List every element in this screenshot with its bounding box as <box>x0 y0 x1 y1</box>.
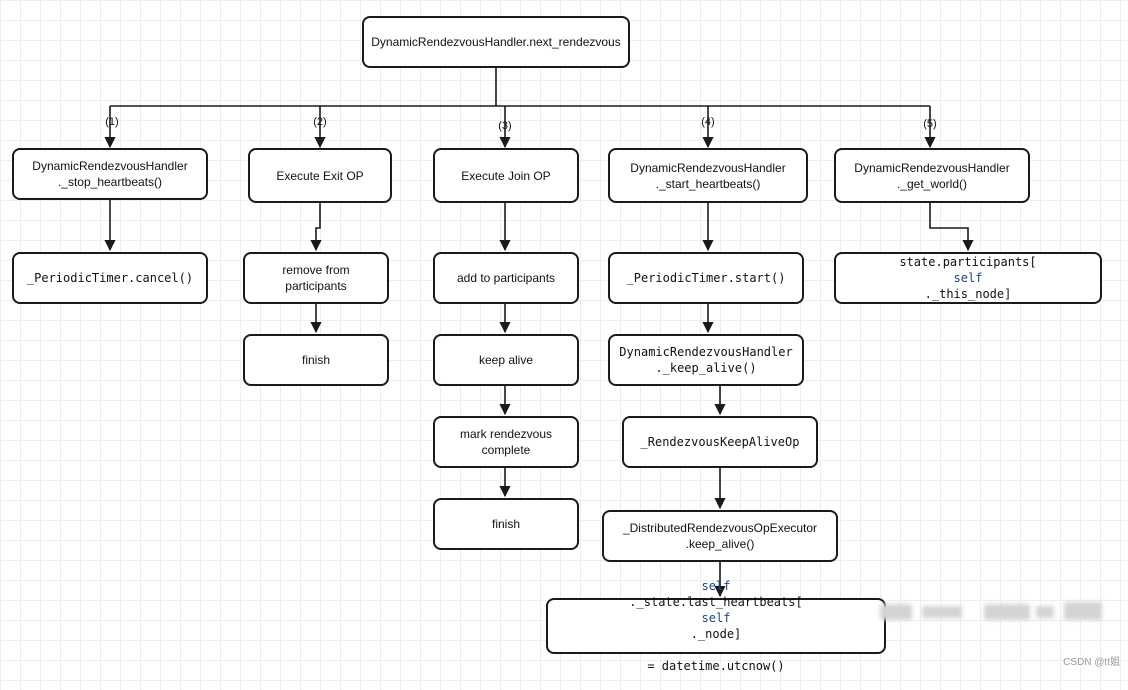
participants-text-1: state.participants[ <box>899 255 1037 269</box>
last-heartbeats-node: self._state.last_heartbeats[self._node] … <box>546 579 886 673</box>
last-heartbeats-label: self._state.last_heartbeats[self._node] … <box>629 562 802 690</box>
blurred-redaction-2 <box>922 606 962 618</box>
keep-alive-node: keep alive <box>433 334 579 386</box>
edge-b5-head-participants <box>929 203 974 252</box>
start-heartbeats-label: DynamicRendezvousHandler ._start_heartbe… <box>630 160 786 191</box>
execute-join-op-label: Execute Join OP <box>461 168 551 183</box>
branch-label-5: (5) <box>923 118 937 130</box>
join-finish-label: finish <box>491 517 520 531</box>
branch-label-4: (4) <box>701 116 715 128</box>
stop-heartbeats-node: DynamicRendezvousHandler ._stop_heartbea… <box>12 148 208 200</box>
handler-keep-alive-label: DynamicRendezvousHandler ._keep_alive() <box>619 345 793 375</box>
keyword-self-1: self <box>701 579 731 593</box>
rendezvous-keep-alive-op-node: _RendezvousKeepAliveOp <box>622 416 818 468</box>
keep-alive-label: keep alive <box>478 353 534 367</box>
remove-from-participants-label: remove from participants <box>282 263 350 293</box>
start-heartbeats-node: DynamicRendezvousHandler ._start_heartbe… <box>608 148 808 203</box>
execute-exit-op-label: Execute Exit OP <box>276 168 364 183</box>
periodic-timer-cancel-label: _PeriodicTimer.cancel() <box>26 271 194 285</box>
root-node: DynamicRendezvousHandler.next_rendezvous <box>362 16 630 68</box>
join-finish-node: finish <box>433 498 579 550</box>
keyword-self-2: self <box>701 611 731 625</box>
get-world-node: DynamicRendezvousHandler ._get_world() <box>834 148 1030 203</box>
distributed-op-executor-label: _DistributedRendezvousOpExecutor .keep_a… <box>622 521 818 551</box>
mark-rendezvous-complete-label: mark rendezvous complete <box>459 427 553 457</box>
branch-label-3: (3) <box>498 120 512 132</box>
blurred-redaction-3 <box>984 604 1030 620</box>
get-world-label: DynamicRendezvousHandler ._get_world() <box>854 160 1010 191</box>
heartbeat-text-1: ._state.last_heartbeats[ <box>629 595 803 609</box>
blurred-redaction-5 <box>1064 602 1102 620</box>
keyword-self-3: self <box>953 271 983 285</box>
branch-label-2: (2) <box>313 116 327 128</box>
distributed-op-executor-node: _DistributedRendezvousOpExecutor .keep_a… <box>602 510 838 562</box>
heartbeat-text-3: = datetime.utcnow() <box>647 659 785 673</box>
state-participants-label: state.participants[ self ._this_node] <box>899 254 1036 302</box>
mark-rendezvous-complete-node: mark rendezvous complete <box>433 416 579 468</box>
execute-exit-op-node: Execute Exit OP <box>248 148 392 203</box>
periodic-timer-start-node: _PeriodicTimer.start() <box>608 252 804 304</box>
handler-keep-alive-node: DynamicRendezvousHandler ._keep_alive() <box>608 334 804 386</box>
blurred-redaction-4 <box>1036 606 1054 618</box>
heartbeat-text-2: ._node] <box>690 627 742 641</box>
execute-join-op-node: Execute Join OP <box>433 148 579 203</box>
watermark: CSDN @tt姐 <box>1063 657 1120 668</box>
periodic-timer-cancel-node: _PeriodicTimer.cancel() <box>12 252 208 304</box>
state-participants-node: state.participants[ self ._this_node] <box>834 252 1102 304</box>
stop-heartbeats-label: DynamicRendezvousHandler ._stop_heartbea… <box>32 159 188 189</box>
root-node-label: DynamicRendezvousHandler.next_rendezvous <box>371 35 621 49</box>
exit-finish-label: finish <box>301 353 330 367</box>
blurred-redaction-1 <box>880 604 912 620</box>
participants-text-2: ._this_node] <box>924 287 1012 301</box>
remove-from-participants-node: remove from participants <box>243 252 389 304</box>
edge-b2-head-remove <box>310 203 322 252</box>
periodic-timer-start-label: _PeriodicTimer.start() <box>626 271 786 285</box>
branch-label-1: (1) <box>105 116 119 128</box>
add-to-participants-label: add to participants <box>456 271 556 285</box>
add-to-participants-node: add to participants <box>433 252 579 304</box>
rendezvous-keep-alive-op-label: _RendezvousKeepAliveOp <box>640 435 800 449</box>
exit-finish-node: finish <box>243 334 389 386</box>
